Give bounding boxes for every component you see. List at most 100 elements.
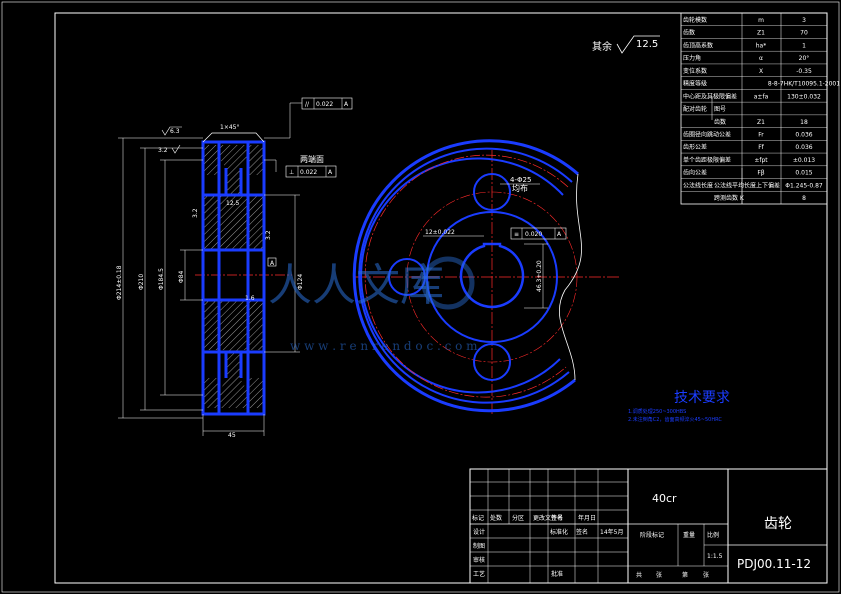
- tech-req-line-1: 1.调质处理250~300HBS: [628, 408, 686, 415]
- sym-tol-value: 0.020: [525, 231, 542, 238]
- param-symbol: Ff: [758, 144, 764, 151]
- param-symbol: Z1: [757, 30, 765, 37]
- stage-label: 阶段标记: [640, 531, 664, 539]
- tb-row-label: 制图: [473, 542, 485, 550]
- part-outline: [201, 140, 266, 416]
- page-label: 第: [682, 571, 688, 579]
- both-faces-note: 两端面: [300, 154, 324, 164]
- param-value: 18: [800, 119, 808, 126]
- param-sub: 图号: [714, 106, 726, 113]
- roughness-note: 其余 12.5: [592, 35, 660, 54]
- tb-header: 处数: [490, 514, 502, 522]
- tb-row-label: 工艺: [473, 570, 485, 578]
- dim-root-diameter: Φ210: [138, 274, 145, 290]
- roughness-top: 6.3: [170, 128, 180, 135]
- tol-perp-ref: A: [328, 169, 333, 176]
- dim-hub-diameter: Φ184.5: [158, 268, 165, 290]
- param-value: 20°: [799, 55, 810, 62]
- tb-row-label: 设计: [473, 528, 485, 536]
- param-name: 精度等级: [683, 80, 707, 88]
- param-name: 压力角: [683, 54, 701, 62]
- keyway-width: 12±0.022: [425, 229, 455, 236]
- param-name: 齿轮模数: [683, 16, 707, 24]
- param-sub: 跨测齿数 K: [714, 194, 745, 202]
- param-symbol: X: [759, 68, 763, 75]
- holes-evenly: 均布: [512, 183, 528, 193]
- param-symbol: m: [758, 17, 764, 24]
- scale-value: 1:1.5: [707, 553, 723, 560]
- param-value: -0.35: [796, 68, 812, 75]
- param-value: 0.015: [795, 170, 812, 177]
- param-value: Φ1.245-0.87: [785, 182, 823, 189]
- tech-requirements: 技术要求 1.调质处理250~300HBS 2.未注倒角C2，齿面高频淬火45~…: [628, 390, 730, 423]
- tech-req-title: 技术要求: [674, 390, 730, 406]
- page-sheet-label: 张: [703, 571, 709, 579]
- roughness-label: 其余: [592, 40, 612, 53]
- datum-a: A: [270, 260, 275, 267]
- tol-parallel-ref: A: [344, 101, 349, 108]
- bore-keyway: [459, 242, 525, 309]
- std-label: 标准化: [550, 528, 568, 536]
- param-symbol: ±fpt: [754, 157, 768, 164]
- tb-header: 更改文件号: [533, 514, 563, 522]
- param-name: 齿数: [683, 29, 695, 37]
- ratio-label: 比例: [707, 531, 719, 539]
- param-name: 齿顶高系数: [683, 41, 713, 49]
- dim-web-diameter: Φ124: [297, 274, 304, 290]
- param-value: 70: [800, 30, 808, 37]
- param-sub: 齿数: [714, 118, 726, 126]
- sheet-label: 张: [656, 571, 662, 579]
- keyway-depth: 46.3+0.20: [536, 260, 543, 292]
- inner-frame: [54, 12, 828, 584]
- dim-bore: Φ84: [178, 270, 185, 283]
- hatch-regions: [204, 145, 264, 408]
- param-value: 0.036: [795, 144, 812, 151]
- param-name: 变位系数: [683, 67, 707, 75]
- section-view: Φ214±0.18 Φ210 Φ184.5 Φ84 Φ124 12.5 45 1…: [116, 97, 353, 439]
- param-value: 0.036: [795, 132, 812, 139]
- watermark-text: 人人文库: [268, 260, 444, 311]
- param-value: 1: [802, 42, 806, 49]
- title-block: [469, 468, 828, 584]
- title-block-text: 40cr 齿轮 PDJ00.11-12 1:1.5 阶段标记 重量 比例 共 张…: [472, 492, 811, 579]
- roughness-inner-1: 3.2: [192, 208, 199, 218]
- chamfer-note: 1×45°: [220, 124, 239, 131]
- watermark: 人人文库 w w w . r e n r e n d o c . c o m: [268, 256, 478, 353]
- dim-width: 45: [228, 432, 236, 439]
- tb-header: 分区: [512, 514, 524, 522]
- tb-row-label: 审核: [473, 556, 485, 564]
- tol-perp-value: 0.022: [300, 169, 317, 176]
- param-value: ±0.013: [793, 157, 815, 164]
- sym-tol-symbol: ≡: [514, 231, 519, 238]
- part-name: 齿轮: [764, 516, 792, 532]
- param-symbol: Z1: [757, 119, 765, 126]
- param-name: 齿向公差: [683, 169, 707, 177]
- param-symbol: a±fa: [754, 93, 769, 100]
- sign-label: 签名: [576, 528, 588, 536]
- date-value: 14年5月: [600, 528, 623, 536]
- param-name: 中心距及其极限偏差: [683, 92, 737, 100]
- param-name: 公法线长度: [683, 181, 713, 189]
- param-value: 3: [802, 17, 806, 24]
- tol-perp-symbol: ⊥: [289, 169, 294, 176]
- dim-rim: 12.5: [226, 200, 240, 207]
- tb-header: 标记: [472, 514, 484, 522]
- param-value: 8-8-7HK/T10095.1-2001: [768, 81, 840, 88]
- dim-outer-diameter: Φ214±0.18: [116, 265, 123, 300]
- total-label: 共: [636, 571, 642, 579]
- approve-label: 批准: [551, 570, 563, 578]
- param-value: 130±0.032: [787, 93, 821, 100]
- drawing-number: PDJ00.11-12: [737, 557, 811, 571]
- param-name: 齿圈径向跳动公差: [683, 131, 731, 139]
- param-name: 单个齿距极限偏差: [683, 156, 731, 164]
- param-symbol: Fr: [758, 132, 764, 139]
- param-sub: 公法线平均长度上下偏差: [714, 181, 780, 189]
- lightening-holes: [388, 173, 511, 381]
- tech-req-line-2: 2.未注倒角C2，齿面高频淬火45~50HRC: [628, 416, 722, 423]
- sym-tol-ref: A: [557, 231, 562, 238]
- param-name: 齿形公差: [683, 143, 707, 151]
- roughness-inner-2: 3.2: [265, 230, 272, 240]
